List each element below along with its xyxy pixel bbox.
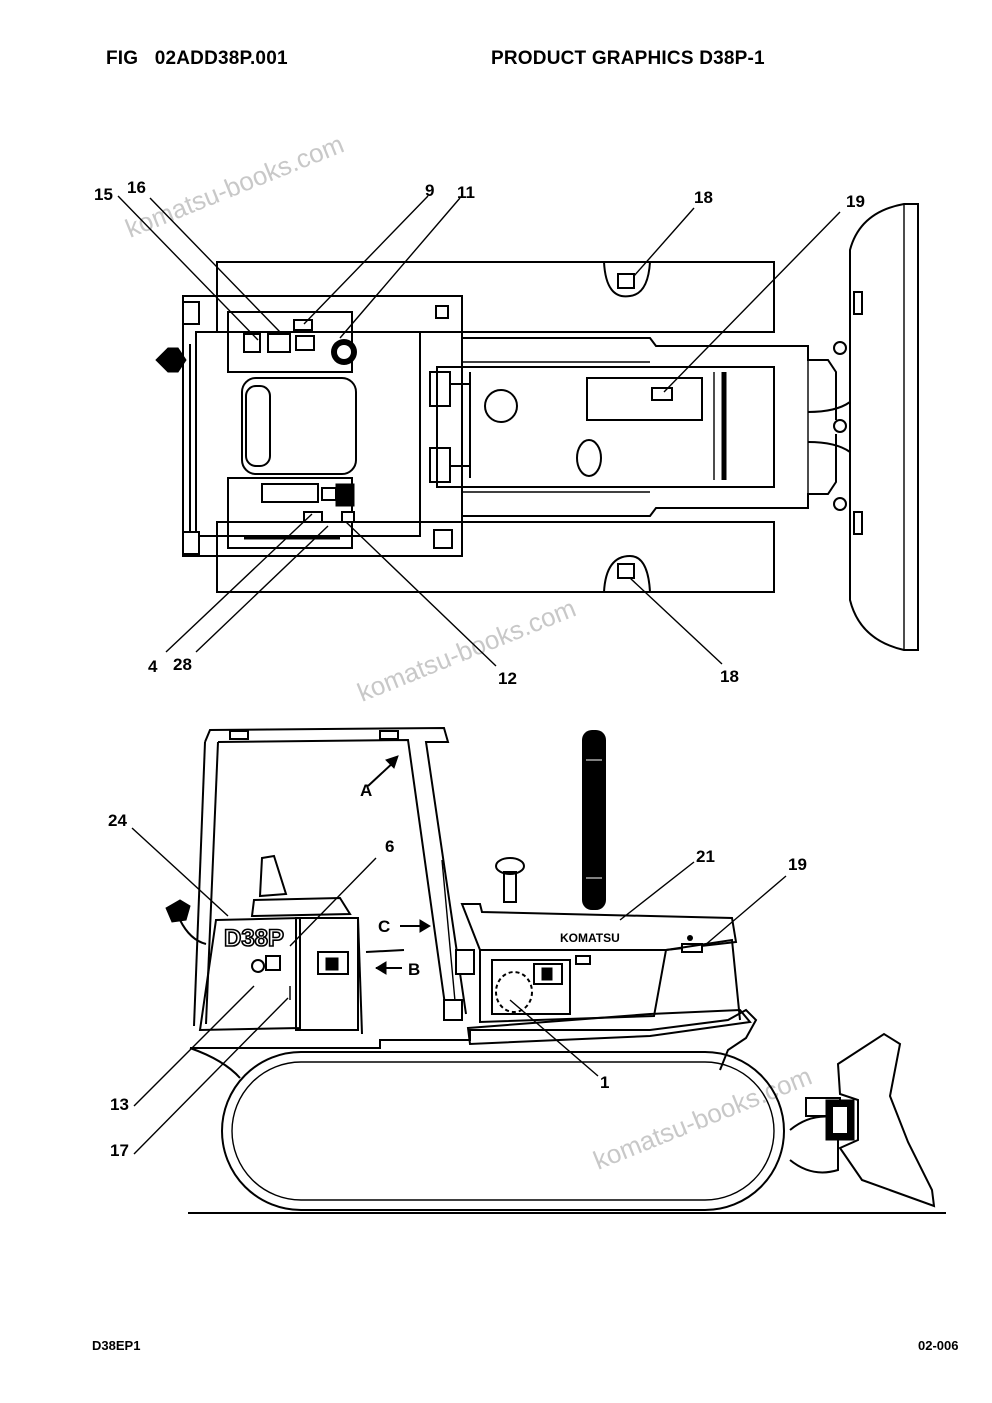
callout-19-top: 19 — [846, 192, 865, 211]
page-title: PRODUCT GRAPHICS D38P-1 — [491, 48, 765, 69]
callout-21: 21 — [696, 847, 715, 866]
callout-4: 4 — [148, 657, 158, 676]
engine-hood — [436, 366, 775, 488]
callout-11: 11 — [457, 183, 475, 202]
callout-18-lower: 18 — [720, 667, 739, 686]
view-marker-c: C — [378, 917, 390, 936]
exhaust-stack — [582, 730, 606, 910]
page-number: 02-006 — [918, 1338, 959, 1353]
lower-track-lug — [603, 554, 651, 593]
rops-cab-frame — [204, 726, 467, 1015]
callout-1: 1 — [600, 1073, 609, 1092]
view-marker-b: B — [408, 960, 420, 979]
side-seat — [258, 854, 288, 898]
dozer-blade — [849, 203, 919, 651]
callout-15: 15 — [94, 185, 113, 204]
model-badge: D38P — [224, 925, 284, 952]
battery-box — [295, 917, 359, 1031]
callout-17: 17 — [110, 1141, 129, 1160]
dozer-blade-side — [836, 1032, 936, 1208]
upper-track-lug — [603, 261, 651, 298]
callout-24: 24 — [108, 811, 127, 830]
callout-6: 6 — [385, 837, 394, 856]
exhaust-stack-top — [484, 389, 518, 423]
left-fender — [198, 916, 301, 1032]
top-view-drawing — [117, 195, 919, 667]
figure-code: 02ADD38P.001 — [154, 48, 288, 69]
brand-badge: KOMATSU — [560, 931, 620, 945]
watermark-bottom: komatsu-books.com — [589, 1061, 816, 1176]
side-track — [221, 1051, 785, 1211]
callout-18-upper: 18 — [694, 188, 713, 207]
callout-19-side: 19 — [788, 855, 807, 874]
callout-9: 9 — [425, 181, 434, 200]
callout-16: 16 — [127, 178, 146, 197]
callout-13: 13 — [110, 1095, 129, 1114]
callout-28: 28 — [173, 655, 192, 674]
watermark-top: komatsu-books.com — [121, 129, 348, 244]
operator-cab — [182, 295, 463, 557]
callout-12: 12 — [498, 669, 517, 688]
operator-seat — [241, 377, 357, 475]
view-marker-a: A — [360, 781, 372, 800]
footer-code: D38EP1 — [92, 1338, 141, 1353]
watermark-middle: komatsu-books.com — [353, 593, 580, 708]
figure-label: FIG 02ADD38P.001 — [106, 48, 288, 69]
side-view-drawing: A D38P B C KOMATSU — [131, 726, 946, 1214]
